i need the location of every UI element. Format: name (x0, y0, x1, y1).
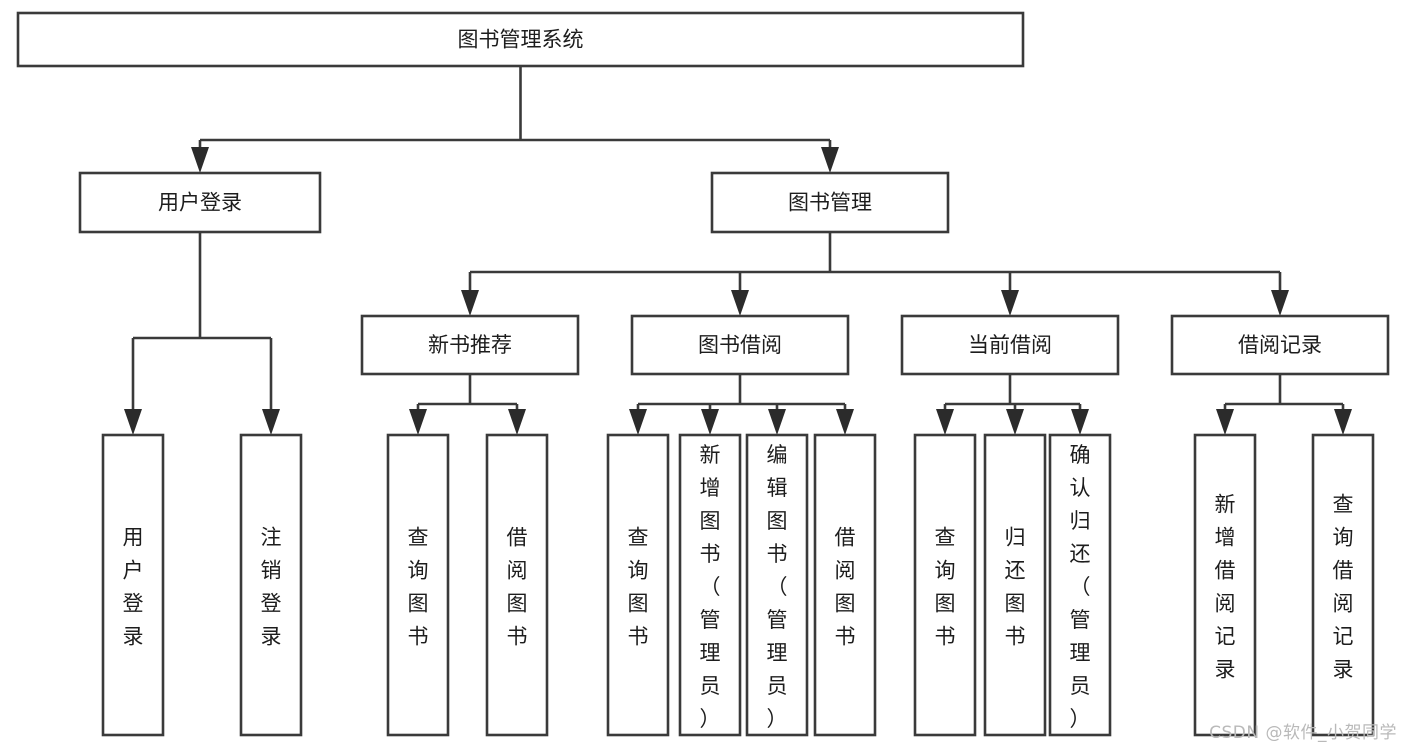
node-label: 注销登录 (261, 526, 282, 649)
arrow-head-icon (461, 290, 479, 316)
arrow-head-icon (701, 409, 719, 435)
node-box[interactable] (360, 314, 580, 376)
node-box[interactable] (630, 314, 850, 376)
node-root[interactable]: 图书管理系统 (16, 11, 1025, 68)
arrow-head-icon (262, 409, 280, 435)
arrow-head-icon (124, 409, 142, 435)
csdn-watermark: CSDN @软件_小贺同学 (1209, 723, 1397, 743)
node-label: 借阅图书 (507, 526, 528, 649)
node-label: 编辑图书（管理员） (767, 443, 788, 731)
arrow-head-icon (1271, 290, 1289, 316)
arrow-head-icon (731, 290, 749, 316)
node-box[interactable] (1193, 433, 1257, 737)
node-box[interactable] (1311, 433, 1375, 737)
node-leaf-return-book[interactable]: 归还图书 (983, 433, 1047, 737)
node-leaf-borrow-book-b[interactable]: 借阅图书 (813, 433, 877, 737)
connector-group-borrow-record (1216, 374, 1352, 435)
arrow-head-icon (508, 409, 526, 435)
node-leaf-edit-book[interactable]: 编辑图书（管理员） (745, 433, 809, 737)
arrow-head-icon (1216, 409, 1234, 435)
node-box[interactable] (983, 433, 1047, 737)
arrow-head-icon (768, 409, 786, 435)
node-label: 新增借阅记录 (1215, 493, 1236, 682)
arrow-head-icon (821, 147, 839, 173)
node-box[interactable] (710, 171, 950, 234)
node-box[interactable] (16, 11, 1025, 68)
node-box[interactable] (1170, 314, 1390, 376)
node-label: 借阅记录 (1238, 333, 1322, 357)
node-box[interactable] (386, 433, 450, 737)
node-user-login[interactable]: 用户登录 (78, 171, 322, 234)
node-label: 确认归还（管理员） (1070, 443, 1091, 731)
connector-group-book-manage (461, 232, 1289, 316)
node-leaf-query-record[interactable]: 查询借阅记录 (1311, 433, 1375, 737)
node-label: 当前借阅 (968, 333, 1052, 357)
node-box[interactable] (813, 433, 877, 737)
node-label: 图书管理系统 (458, 28, 584, 52)
node-book-manage[interactable]: 图书管理 (710, 171, 950, 234)
arrow-head-icon (1334, 409, 1352, 435)
node-leaf-borrow-book-rec[interactable]: 借阅图书 (485, 433, 549, 737)
node-box[interactable] (606, 433, 670, 737)
node-box[interactable] (78, 171, 322, 234)
node-leaf-add-book[interactable]: 新增图书（管理员） (678, 433, 742, 737)
node-leaf-query-book-c[interactable]: 查询图书 (913, 433, 977, 737)
node-leaf-query-book-rec[interactable]: 查询图书 (386, 433, 450, 737)
nodes-layer: 图书管理系统用户登录图书管理新书推荐图书借阅当前借阅借阅记录用户登录注销登录查询… (16, 11, 1390, 737)
node-leaf-confirm-return[interactable]: 确认归还（管理员） (1048, 433, 1112, 737)
node-box[interactable] (913, 433, 977, 737)
node-leaf-add-record[interactable]: 新增借阅记录 (1193, 433, 1257, 737)
node-leaf-query-book-b[interactable]: 查询图书 (606, 433, 670, 737)
node-label: 查询图书 (628, 526, 649, 649)
arrow-head-icon (409, 409, 427, 435)
connector-group-new-book-rec (409, 374, 526, 435)
node-label: 查询图书 (408, 526, 429, 649)
connectors-layer (124, 66, 1352, 435)
node-leaf-user-login[interactable]: 用户登录 (101, 433, 165, 737)
connector-group-current-borrow (936, 374, 1089, 435)
connector-group-root (191, 66, 839, 173)
node-current-borrow[interactable]: 当前借阅 (900, 314, 1120, 376)
node-label: 新增图书（管理员） (700, 443, 721, 731)
node-box[interactable] (101, 433, 165, 737)
node-label: 新书推荐 (428, 333, 512, 357)
node-borrow-record[interactable]: 借阅记录 (1170, 314, 1390, 376)
node-box[interactable] (745, 433, 809, 737)
arrow-head-icon (836, 409, 854, 435)
node-label: 图书管理 (788, 191, 872, 215)
arrow-head-icon (1071, 409, 1089, 435)
node-book-borrow[interactable]: 图书借阅 (630, 314, 850, 376)
arrow-head-icon (191, 147, 209, 173)
arrow-head-icon (1006, 409, 1024, 435)
arrow-head-icon (1001, 290, 1019, 316)
node-label: 图书借阅 (698, 333, 782, 357)
node-label: 用户登录 (123, 526, 144, 649)
node-new-book-rec[interactable]: 新书推荐 (360, 314, 580, 376)
arrow-head-icon (936, 409, 954, 435)
connector-group-user-login (124, 232, 280, 435)
node-leaf-user-logout[interactable]: 注销登录 (239, 433, 303, 737)
node-box[interactable] (1048, 433, 1112, 737)
arrow-head-icon (629, 409, 647, 435)
node-label: 用户登录 (158, 191, 242, 215)
node-label: 借阅图书 (835, 526, 856, 649)
node-label: 查询借阅记录 (1333, 493, 1354, 682)
node-box[interactable] (485, 433, 549, 737)
node-label: 归还图书 (1005, 526, 1026, 649)
node-box[interactable] (678, 433, 742, 737)
node-box[interactable] (900, 314, 1120, 376)
node-box[interactable] (239, 433, 303, 737)
node-label: 查询图书 (935, 526, 956, 649)
connector-group-book-borrow (629, 374, 854, 435)
